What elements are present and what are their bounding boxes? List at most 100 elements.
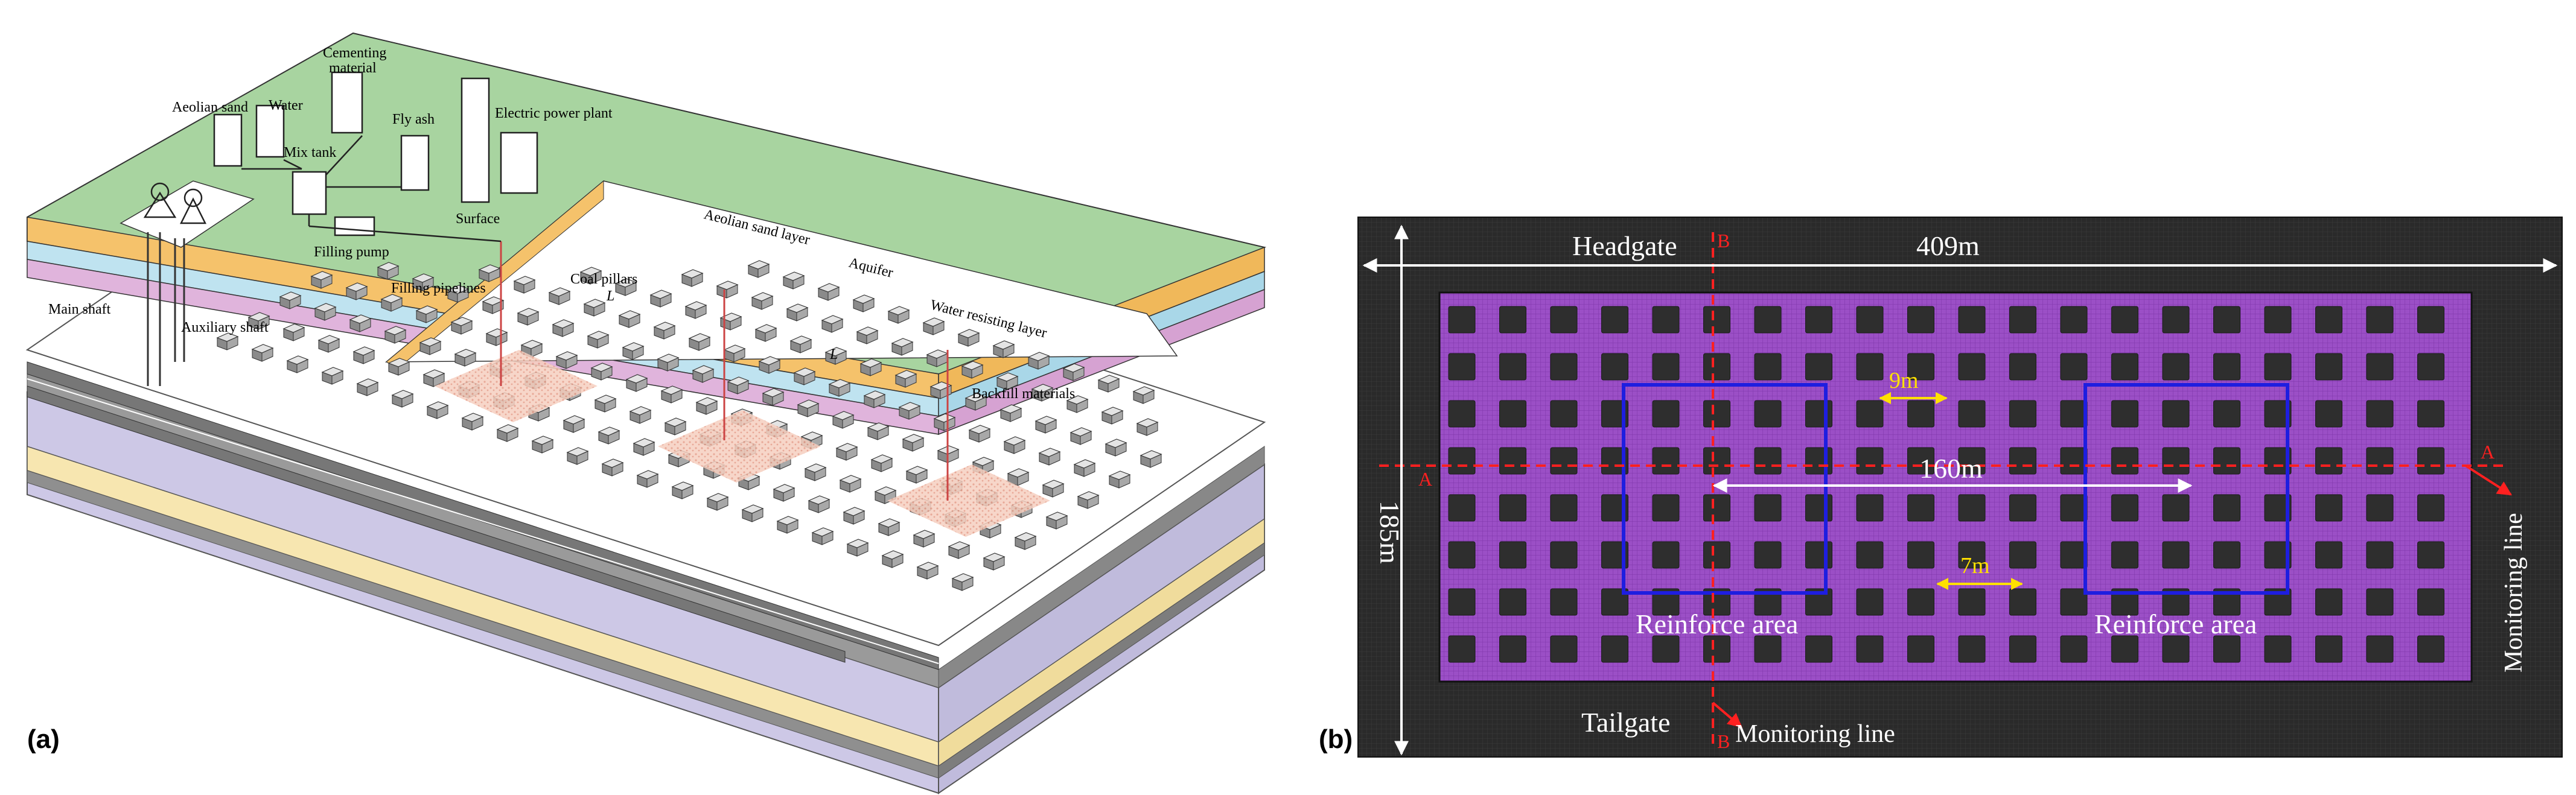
pillar bbox=[2315, 353, 2342, 381]
pillar bbox=[2264, 494, 2292, 522]
coal-pillar bbox=[1062, 363, 1085, 373]
coal-pillar bbox=[352, 346, 375, 356]
pillar bbox=[1499, 353, 1526, 381]
pillar bbox=[1856, 494, 1884, 522]
pillar bbox=[1703, 306, 1730, 334]
coal-pillar bbox=[933, 413, 956, 423]
coal-pillar bbox=[601, 458, 624, 468]
coal-pillar bbox=[852, 294, 875, 304]
coal-pillar bbox=[625, 374, 648, 384]
panel-b-numerical-model: Headgate 409m 185m 160m 9m 7m Reinforce … bbox=[1319, 217, 2563, 758]
pillar bbox=[1958, 494, 1986, 522]
coal-pillar bbox=[614, 278, 637, 288]
pillar bbox=[2213, 541, 2240, 569]
pillar bbox=[1550, 494, 1578, 522]
coal-pillar bbox=[531, 436, 554, 445]
pillar bbox=[1652, 447, 1680, 475]
pillar bbox=[2315, 400, 2342, 428]
coal-pillar bbox=[719, 312, 742, 322]
coal-pillar bbox=[251, 344, 274, 353]
pillar bbox=[2315, 588, 2342, 616]
coal-pillar bbox=[891, 338, 914, 347]
label-cementing: Cementing bbox=[323, 45, 386, 61]
coal-pillar bbox=[633, 438, 655, 448]
coal-pillar bbox=[450, 317, 473, 326]
coal-pillar bbox=[1077, 491, 1100, 501]
coal-pillar bbox=[279, 291, 302, 301]
coal-pillar bbox=[782, 271, 805, 281]
pillar bbox=[1550, 306, 1578, 334]
pillar bbox=[2111, 353, 2138, 381]
pillar bbox=[1856, 306, 1884, 334]
coal-pillar bbox=[821, 315, 844, 325]
backfill-zones bbox=[435, 350, 1050, 537]
pillar bbox=[2315, 306, 2342, 334]
pillar bbox=[1499, 447, 1526, 475]
coal-pillar bbox=[874, 486, 897, 496]
panel-b-labels: Headgate 409m 185m 160m 9m 7m Reinforce … bbox=[1374, 230, 2528, 752]
coal-pillar bbox=[716, 280, 739, 290]
label-electric-power-plant: Electric power plant bbox=[495, 106, 613, 121]
coal-pillar bbox=[1097, 375, 1120, 384]
label-aeolian-sand: Aeolian sand bbox=[172, 100, 248, 115]
pillar bbox=[2162, 353, 2190, 381]
pillar bbox=[1652, 494, 1680, 522]
coal-pillar bbox=[629, 406, 652, 416]
pillar bbox=[2111, 541, 2138, 569]
pillar bbox=[1550, 588, 1578, 616]
coal-pillar bbox=[649, 290, 672, 299]
pillar bbox=[1754, 306, 1782, 334]
label-gap-width: 7m bbox=[1960, 553, 1990, 578]
monitoring-arrow-bottom bbox=[1712, 702, 1742, 728]
pillar bbox=[1652, 353, 1680, 381]
panel-a-block-diagram: Aeolian sand Water Cementing material Fl… bbox=[25, 32, 1267, 794]
pillar bbox=[1448, 635, 1476, 663]
pillar bbox=[1856, 588, 1884, 616]
label-auxiliary-shaft: Auxiliary shaft bbox=[181, 320, 269, 335]
label-monitoring-line-bottom: Monitoring line bbox=[1735, 720, 1895, 748]
coal-pillar bbox=[594, 394, 617, 404]
pillar bbox=[2162, 494, 2190, 522]
coal-pillar bbox=[789, 335, 812, 345]
coal-pillar bbox=[681, 269, 704, 279]
pillar bbox=[1958, 306, 1986, 334]
plant-icons bbox=[213, 71, 538, 236]
coal-pillar bbox=[902, 434, 925, 443]
pillar bbox=[2162, 306, 2190, 334]
monitoring-arrow-right bbox=[2464, 464, 2513, 496]
coal-pillar bbox=[1045, 512, 1068, 521]
coal-pillar bbox=[968, 425, 991, 434]
coal-pillar bbox=[412, 273, 435, 283]
pillar bbox=[2366, 541, 2394, 569]
pillar bbox=[1754, 635, 1782, 663]
coal-pillar bbox=[1038, 448, 1061, 457]
pillar bbox=[1601, 494, 1628, 522]
pillar bbox=[1907, 447, 1934, 475]
pillar bbox=[1703, 494, 1730, 522]
label-section-b-top: B bbox=[1717, 230, 1730, 252]
label-height-dim: 185m bbox=[1374, 501, 1405, 564]
pillar bbox=[1805, 494, 1832, 522]
label-section-a-right: A bbox=[2481, 441, 2495, 463]
pillar bbox=[1601, 353, 1628, 381]
coal-pillar bbox=[1066, 395, 1089, 405]
coal-pillar bbox=[1073, 459, 1096, 469]
coal-pillar bbox=[1105, 439, 1127, 448]
pillar bbox=[2213, 588, 2240, 616]
pillar bbox=[1907, 635, 1934, 663]
pillar bbox=[1754, 447, 1782, 475]
silo-icon bbox=[213, 113, 243, 167]
pillar bbox=[1550, 400, 1578, 428]
pillar bbox=[2009, 353, 2036, 381]
pillar bbox=[1499, 635, 1526, 663]
label-reinforce-area-left: Reinforce area bbox=[1636, 609, 1798, 639]
coal-pillar bbox=[951, 573, 974, 583]
pillar bbox=[2366, 635, 2394, 663]
coal-pillar bbox=[282, 323, 305, 333]
coal-pillar bbox=[898, 402, 921, 411]
shaft-yard bbox=[120, 180, 255, 248]
coal-pillar bbox=[692, 365, 715, 375]
pillar bbox=[2111, 494, 2138, 522]
coal-pillar bbox=[983, 553, 1006, 562]
coal-pillar bbox=[992, 340, 1015, 350]
